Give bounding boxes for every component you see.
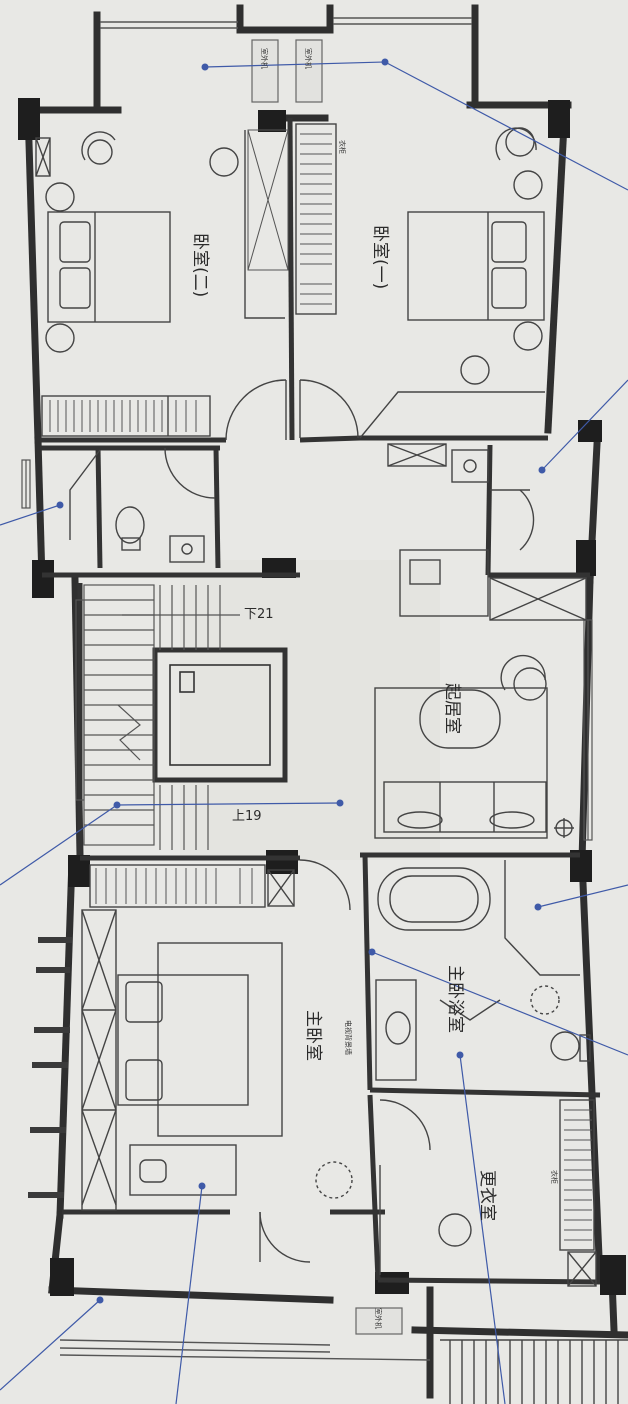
bottom-railing xyxy=(440,1339,628,1404)
paper-shadow xyxy=(180,560,440,860)
room-label-master-bedroom: 主卧室 xyxy=(303,1010,323,1061)
ac-unit-label-b: 室外机 xyxy=(304,48,313,69)
tv-wall-label: 电视背景墙 xyxy=(344,1020,353,1055)
master-bath-fixtures xyxy=(375,860,591,1081)
stair-up-label: 上19 xyxy=(232,809,262,824)
room-label-bedroom-two: 卧室(二) xyxy=(190,233,210,297)
living-room-furniture xyxy=(374,654,574,839)
bedroom-one-furniture xyxy=(295,123,545,467)
closet-crosses xyxy=(247,129,289,271)
interior-walls xyxy=(40,117,601,1285)
room-label-living-room: 起居室 xyxy=(442,683,462,734)
balcony-rails xyxy=(59,17,472,1361)
dressing-room-furniture xyxy=(379,1099,597,1287)
stair-down-label: 下21 xyxy=(244,607,274,622)
wardrobe-label: 衣柜 xyxy=(338,140,347,154)
master-bedroom-furniture xyxy=(81,859,353,1263)
elevator xyxy=(169,664,271,766)
cabinet-label: 衣柜 xyxy=(550,1170,559,1184)
room-label-dressing-room: 更衣室 xyxy=(477,1170,497,1221)
toilet-fixtures xyxy=(69,447,587,621)
bedroom-two-furniture xyxy=(35,130,287,441)
room-label-bedroom-one: 卧室(一) xyxy=(370,225,390,289)
columns xyxy=(18,98,626,1296)
windows xyxy=(21,459,593,841)
ac-unit-boxes xyxy=(251,39,403,1335)
bedroom-two-closet-hatch xyxy=(49,400,197,432)
master-wardrobe-hatch xyxy=(95,868,253,904)
ac-unit-label-c: 室外机 xyxy=(374,1308,383,1329)
ac-unit-label-a: 室外机 xyxy=(260,48,269,69)
annotation-dots xyxy=(56,58,546,1304)
bedroom-one-wardrobe-hatch xyxy=(300,133,332,305)
annotation-leaders xyxy=(0,61,628,1404)
master-corner-box xyxy=(267,869,295,907)
dressing-room-hatch xyxy=(564,1109,592,1241)
room-label-master-bath: 主卧浴室 xyxy=(445,965,465,1033)
stairs xyxy=(83,584,240,850)
facade-fins xyxy=(28,937,72,1198)
